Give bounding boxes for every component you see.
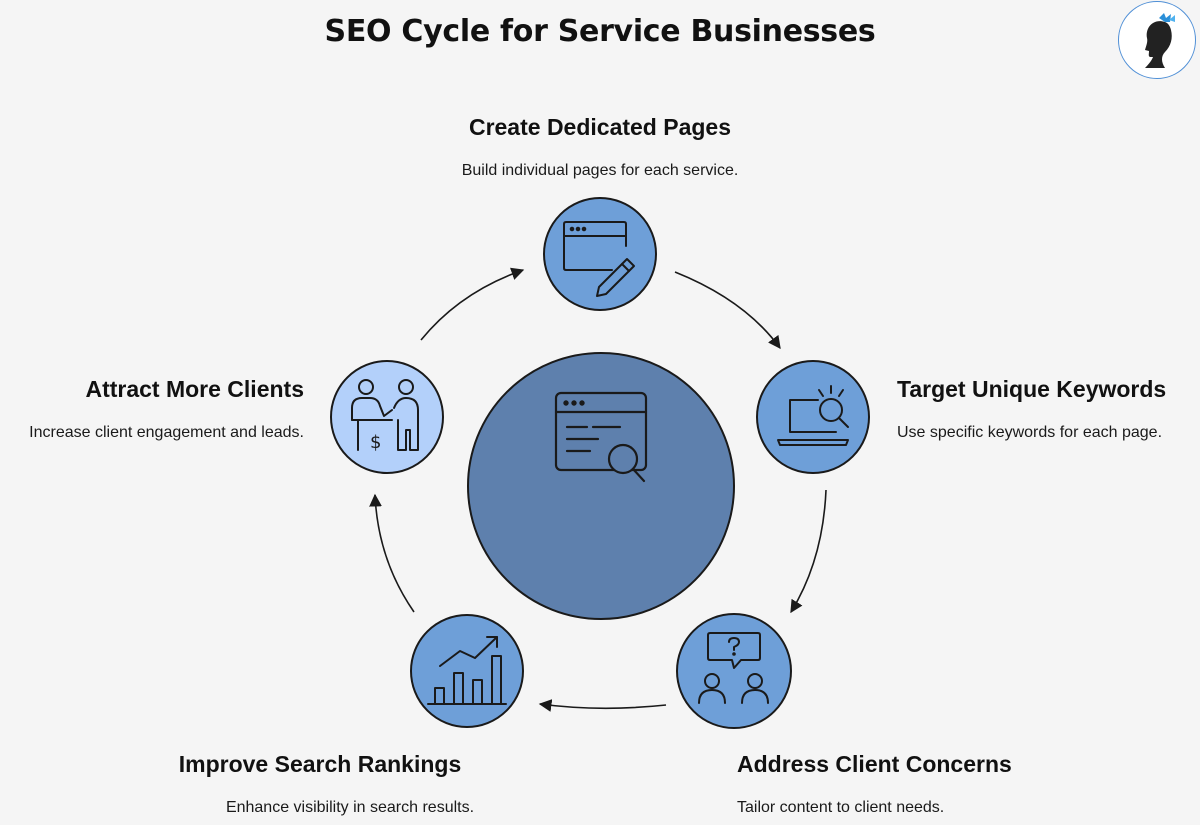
people-question-icon	[698, 632, 769, 704]
arrow-5-to-1	[420, 267, 525, 341]
step-title-target-keywords: Target Unique Keywords	[897, 376, 1167, 402]
step-desc-attract-clients: Increase client engagement and leads.	[29, 424, 304, 441]
step-title-address-concerns: Address Client Concerns	[737, 751, 1012, 777]
step-node-attract-clients: $	[330, 360, 444, 474]
bar-chart-trend-icon	[427, 636, 507, 705]
step-desc-target-keywords: Use specific keywords for each page.	[897, 424, 1163, 441]
step-title-attract-clients: Attract More Clients	[85, 376, 304, 402]
step-node-target-keywords	[756, 360, 870, 474]
step-node-address-concerns	[676, 613, 792, 729]
step-desc-address-concerns: Tailor content to client needs.	[737, 799, 945, 816]
laptop-search-icon	[777, 385, 849, 446]
center-node	[467, 352, 735, 620]
people-handshake-dollar-icon: $	[351, 379, 419, 453]
arrow-4-to-5	[369, 493, 415, 613]
woman-butterfly-silhouette-icon	[1145, 13, 1175, 68]
step-title-improve-rankings: Improve Search Rankings	[178, 751, 462, 777]
step-desc-improve-rankings: Enhance visibility in search results.	[225, 799, 475, 816]
browser-search-icon	[554, 391, 648, 483]
step-desc-create-pages: Build individual pages for each service.	[461, 162, 739, 179]
step-node-improve-rankings	[410, 614, 524, 728]
step-title-create-pages: Create Dedicated Pages	[468, 114, 732, 140]
svg-text:$: $	[370, 432, 381, 453]
brand-logo	[1118, 1, 1196, 79]
arrow-1-to-2	[674, 271, 781, 350]
cycle-arrows	[369, 267, 827, 712]
browser-pencil-icon	[563, 221, 635, 297]
step-node-create-pages	[543, 197, 657, 311]
arrow-2-to-3	[790, 489, 827, 614]
arrow-3-to-4	[538, 699, 667, 712]
page-title: SEO Cycle for Service Businesses	[324, 14, 876, 49]
